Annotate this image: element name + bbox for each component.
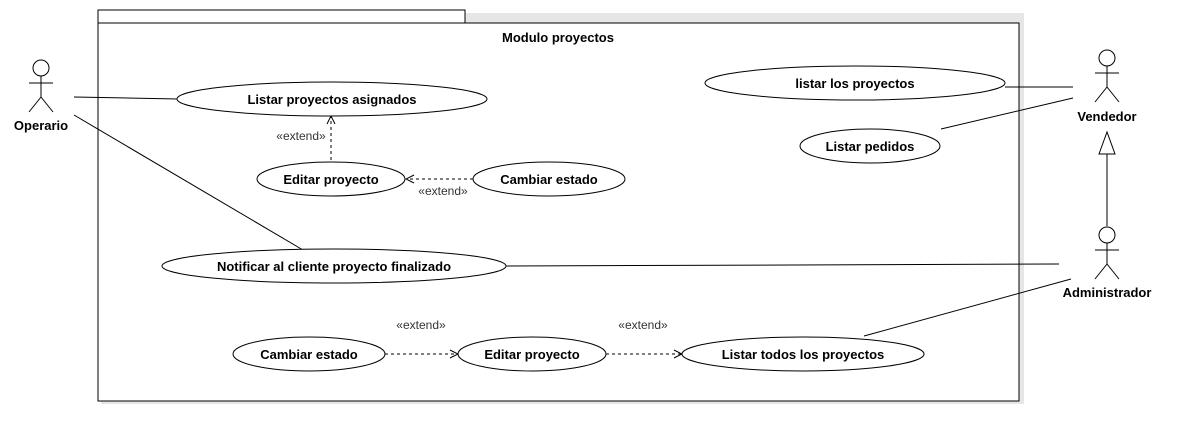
use-case-label: Cambiar estado <box>500 172 598 187</box>
use-case-label: Listar pedidos <box>826 139 915 154</box>
system-title: Modulo proyectos <box>502 30 614 45</box>
actor-vendedor[interactable]: Vendedor <box>1077 49 1137 124</box>
assoc-vendedor-listar-pedidos <box>940 97 1074 130</box>
assoc-admin-notificar <box>505 263 1060 267</box>
use-case-editar-proyecto-bottom[interactable]: Editar proyecto <box>457 336 607 372</box>
actor-operario[interactable]: Operario <box>14 59 68 133</box>
use-case-label: Editar proyecto <box>484 347 579 362</box>
use-case-cambiar-estado-top[interactable]: Cambiar estado <box>472 161 626 197</box>
extend-label-2: «extend» <box>418 184 468 198</box>
assoc-operario-listar-asignados <box>73 96 179 100</box>
use-case-listar-los-proyectos[interactable]: listar los proyectos <box>704 65 1006 101</box>
stick-figure-icon <box>1094 226 1120 280</box>
use-case-editar-proyecto-top[interactable]: Editar proyecto <box>256 161 406 197</box>
extend-label-1: «extend» <box>276 129 326 143</box>
use-case-listar-todos-los-proyectos[interactable]: Listar todos los proyectos <box>681 336 925 372</box>
actor-administrador[interactable]: Administrador <box>1063 226 1152 300</box>
use-case-notificar-cliente[interactable]: Notificar al cliente proyecto finalizado <box>161 248 507 284</box>
use-case-label: Notificar al cliente proyecto finalizado <box>217 259 451 274</box>
use-case-label: listar los proyectos <box>795 76 914 91</box>
actor-label: Administrador <box>1063 285 1152 300</box>
use-case-label: Listar proyectos asignados <box>247 92 416 107</box>
use-case-listar-proyectos-asignados[interactable]: Listar proyectos asignados <box>176 81 488 117</box>
use-case-listar-pedidos[interactable]: Listar pedidos <box>799 128 941 164</box>
generalization-admin-vendedor <box>1098 130 1116 226</box>
actor-label: Vendedor <box>1077 109 1136 124</box>
use-case-label: Cambiar estado <box>260 347 358 362</box>
extend-label-4: «extend» <box>618 318 668 332</box>
use-case-label: Listar todos los proyectos <box>722 347 885 362</box>
extend-label-3: «extend» <box>396 318 446 332</box>
actor-label: Operario <box>14 118 68 133</box>
assoc-admin-listar-todos <box>863 278 1072 337</box>
use-case-label: Editar proyecto <box>283 172 378 187</box>
stick-figure-icon <box>1094 49 1120 103</box>
assoc-operario-notificar <box>73 114 304 251</box>
stick-figure-icon <box>28 59 54 113</box>
use-case-cambiar-estado-bottom[interactable]: Cambiar estado <box>232 336 386 372</box>
